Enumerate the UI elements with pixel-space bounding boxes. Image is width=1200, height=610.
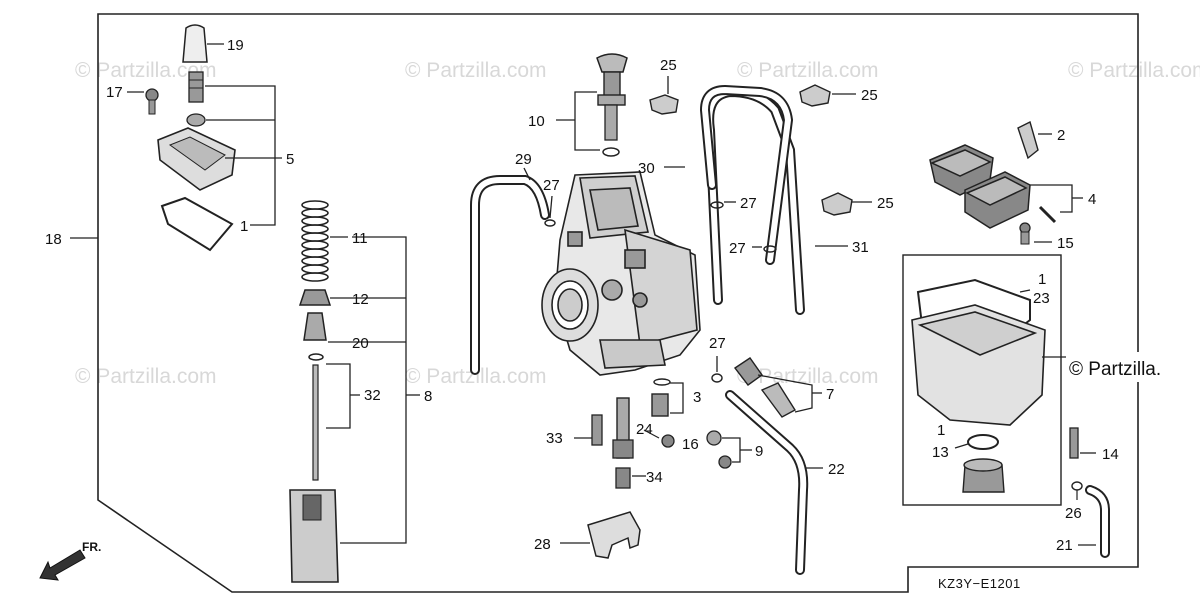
callout-14: 14 (1102, 446, 1119, 463)
part-o-ring-13 (967, 434, 999, 450)
part-air-screw-7 (733, 357, 796, 418)
diagram-frame (97, 13, 1139, 593)
callout-29: 29 (515, 151, 532, 168)
watermark: © Partzilla.com (1068, 59, 1200, 82)
part-screw-9 (718, 455, 732, 469)
callout-27: 27 (543, 177, 560, 194)
callout-13: 13 (932, 444, 949, 461)
callout-9: 9 (755, 443, 763, 460)
part-pilot-jet-33 (591, 414, 603, 446)
callout-1: 1 (240, 218, 248, 235)
part-spring-seat-12 (298, 289, 332, 306)
callout-2: 2 (1057, 127, 1065, 144)
part-float-4 (929, 144, 1031, 229)
copyright-stamp: © Partzilla. (1069, 359, 1161, 380)
callout-labels: 19 17 5 1 18 11 12 20 32 8 10 29 27 30 2… (45, 37, 1119, 554)
callout-3: 3 (693, 389, 701, 406)
callout-26: 26 (1065, 505, 1082, 522)
part-screw-9 (706, 430, 722, 446)
callout-33: 33 (546, 430, 563, 447)
part-choke-plunger-10 (596, 53, 628, 73)
callout-25: 25 (877, 195, 894, 212)
watermark: © Partzilla.com (405, 59, 547, 82)
part-clip-25 (821, 192, 853, 216)
diagram-code: KZ3Y−E1201 (938, 576, 1021, 591)
callout-24: 24 (636, 421, 653, 438)
callout-17: 17 (106, 84, 123, 101)
part-screw-17 (145, 88, 159, 102)
part-bracket-28 (587, 511, 641, 559)
float-bowl-group-box (902, 254, 1062, 506)
part-plug-16 (661, 434, 675, 448)
part-jet-34 (615, 467, 631, 489)
watermark: © Partzilla.com (75, 365, 217, 388)
part-needle-holder-20 (303, 312, 327, 341)
callout-16: 16 (682, 436, 699, 453)
callout-32: 32 (364, 387, 381, 404)
callout-34: 34 (646, 469, 663, 486)
part-spring-11 (301, 200, 329, 282)
callout-7: 7 (826, 386, 834, 403)
callout-21: 21 (1056, 537, 1073, 554)
callout-19: 19 (227, 37, 244, 54)
callout-18: 18 (45, 231, 62, 248)
part-tube-29 (470, 175, 550, 375)
part-throttle-valve (289, 489, 339, 583)
callout-25: 25 (660, 57, 677, 74)
callout-27: 27 (709, 335, 726, 352)
stamp-background (1066, 352, 1200, 382)
callout-1: 1 (1038, 271, 1046, 288)
watermarks: © Partzilla.com © Partzilla.com © Partzi… (75, 59, 1200, 388)
callout-27: 27 (729, 240, 746, 257)
callout-10: 10 (528, 113, 545, 130)
part-jet-needle-32 (312, 364, 319, 481)
watermark: © Partzilla.com (75, 59, 217, 82)
callout-25: 25 (861, 87, 878, 104)
callout-1: 1 (937, 422, 945, 439)
callout-20: 20 (352, 335, 369, 352)
part-nut (186, 113, 206, 127)
callout-30: 30 (638, 160, 655, 177)
part-main-jet-3 (651, 393, 669, 417)
callout-12: 12 (352, 291, 369, 308)
callout-8: 8 (424, 388, 432, 405)
watermark: © Partzilla.com (737, 59, 879, 82)
part-tube-22 (725, 390, 809, 575)
part-clip-25 (799, 84, 831, 107)
callout-22: 22 (828, 461, 845, 478)
part-bolt-14 (1069, 427, 1079, 459)
front-direction-arrow: FR. (39, 540, 101, 581)
part-adjuster-screw (188, 71, 204, 103)
callout-27: 27 (740, 195, 757, 212)
part-carburetor-body (541, 171, 701, 376)
callout-15: 15 (1057, 235, 1074, 252)
part-float-bowl-6 (911, 304, 1046, 426)
callout-4: 4 (1088, 191, 1096, 208)
part-float-valve-2 (1017, 120, 1039, 160)
part-cap-19 (182, 24, 208, 63)
part-clip-25 (649, 94, 679, 115)
watermark: © Partzilla.com (405, 365, 547, 388)
watermark: © Partzilla.com (737, 365, 879, 388)
callout-28: 28 (534, 536, 551, 553)
callout-5: 5 (286, 151, 294, 168)
callout-11: 11 (352, 230, 368, 247)
callout-23: 23 (1033, 290, 1050, 307)
callout-31: 31 (852, 239, 869, 256)
part-gasket-1 (160, 196, 234, 252)
part-drain-plug (962, 458, 1005, 493)
front-arrow-label: FR. (82, 540, 101, 554)
